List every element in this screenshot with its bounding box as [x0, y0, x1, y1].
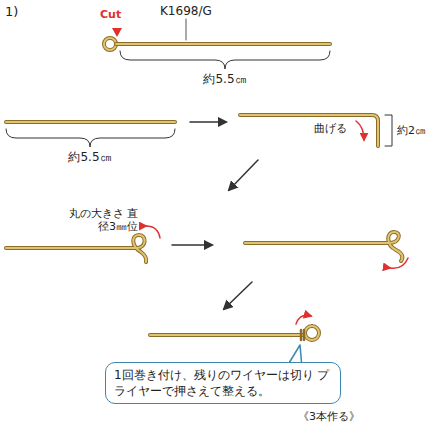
step-arrow — [172, 244, 212, 246]
callout-text: 1回巻き付け、残りのワイヤーは切り プライヤーで押さえて整える。 — [114, 367, 332, 399]
bent-wire — [240, 115, 378, 146]
dimension-brace — [6, 129, 175, 147]
turn-arrow — [390, 258, 408, 268]
turn-arrow — [146, 226, 160, 238]
dimension: 約5.5㎝ — [68, 150, 111, 164]
part-number: K1698/G — [160, 4, 212, 18]
turn-arrow — [296, 315, 311, 324]
looped-wire — [6, 235, 146, 262]
step-arrow — [224, 282, 252, 309]
bend-note: 曲げる — [314, 122, 347, 135]
step-arrow — [190, 121, 226, 123]
bend-arrow — [356, 121, 364, 140]
eye-pin — [104, 38, 330, 50]
step-number: 1) — [5, 4, 18, 20]
cut-label: Cut — [100, 8, 121, 21]
dimension-bracket — [385, 115, 392, 146]
callout-box: 1回巻き付け、残りのワイヤーは切り プライヤーで押さえて整える。 — [105, 362, 341, 404]
cut-marker — [112, 28, 122, 37]
looped-wire — [245, 232, 402, 261]
dimension: 約5.5㎝ — [203, 72, 246, 86]
loop-size-note: 丸の大きさ 直径3㎜位 — [62, 207, 138, 233]
step-arrow — [229, 160, 258, 190]
straight-wire — [6, 122, 175, 123]
dimension: 約2㎝ — [397, 124, 426, 137]
dimension-brace — [120, 51, 330, 69]
quantity-note: 《3本作る》 — [298, 410, 360, 423]
leader-line — [186, 19, 187, 40]
finished-pin — [150, 326, 319, 340]
